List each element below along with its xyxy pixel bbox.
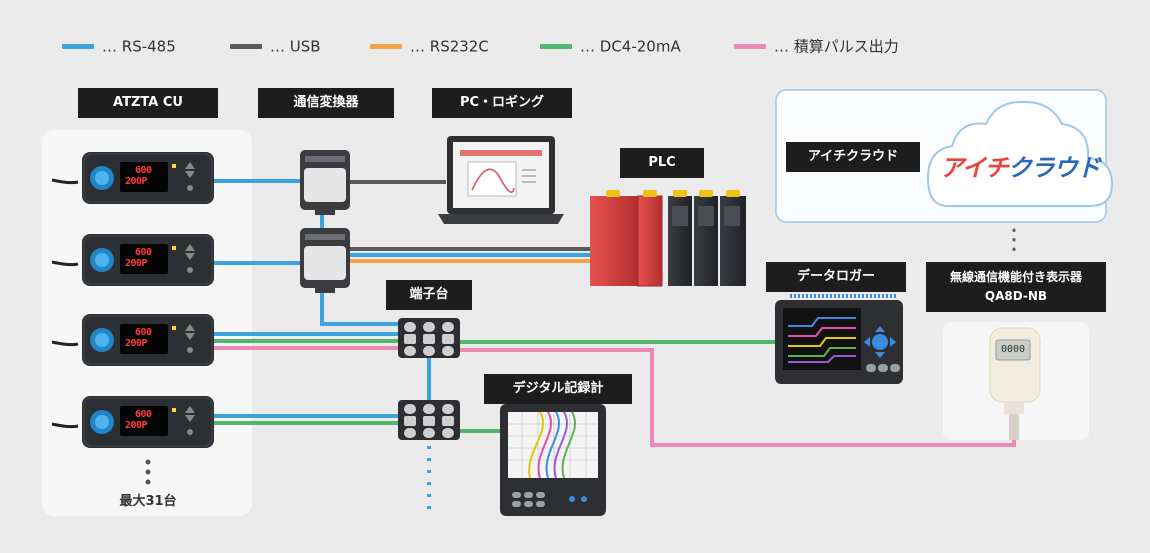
device-display-1-line1: 600 xyxy=(135,165,152,176)
device-display-2: 600 200P xyxy=(125,247,152,269)
legend-label-dc420: … DC4-20mA xyxy=(580,37,681,56)
legend-swatch-rs232c xyxy=(370,44,402,49)
label-wireless: 無線通信機能付き表示器 QA8D-NB xyxy=(926,262,1106,312)
label-pc: PC・ロギング xyxy=(432,88,572,118)
device-display-1-line2: 200P xyxy=(125,176,148,187)
label-logger: データロガー xyxy=(766,262,906,292)
legend-label-rs485: … RS-485 xyxy=(102,37,176,56)
atzta-device-3 xyxy=(51,314,214,366)
atzta-device-4 xyxy=(51,396,214,448)
label-wireless-line2: QA8D-NB xyxy=(984,289,1048,303)
data-logger xyxy=(775,294,903,384)
rs485-to-terminal xyxy=(320,286,400,326)
device-display-3-line2: 200P xyxy=(125,338,148,349)
legend-item-pulse: … 積算パルス出力 xyxy=(734,36,899,57)
device-display-4-line2: 200P xyxy=(125,420,148,431)
device-display-3: 600 200P xyxy=(125,327,152,349)
legend-swatch-dc420 xyxy=(540,44,572,49)
legend-item-dc420: … DC4-20mA xyxy=(540,36,681,57)
label-terminal: 端子台 xyxy=(386,280,472,310)
digital-recorder xyxy=(500,404,606,516)
more-devices-dots xyxy=(145,459,151,485)
legend-swatch-rs485 xyxy=(62,44,94,49)
wireless-display-panel xyxy=(943,322,1089,440)
legend-label-rs232c: … RS232C xyxy=(410,37,489,56)
legend-swatch-pulse xyxy=(734,44,766,49)
converter-2 xyxy=(300,228,350,293)
device-display-4: 600 200P xyxy=(125,409,152,431)
device-count-caption: 最大31台 xyxy=(119,494,177,509)
label-cloud: アイチクラウド xyxy=(786,142,920,172)
cloud-icon xyxy=(926,100,1114,207)
atzta-device-2 xyxy=(51,234,214,286)
legend-item-rs232c: … RS232C xyxy=(370,36,489,57)
label-recorder: デジタル記録計 xyxy=(484,374,632,404)
wireless-display-readout: 0000 xyxy=(1000,344,1026,355)
legend-item-usb: … USB xyxy=(230,36,321,57)
legend-swatch-usb xyxy=(230,44,262,49)
cloud-logo-part1: アイチ xyxy=(940,154,1009,182)
device-display-1: 600 200P xyxy=(125,165,152,187)
cloud-logo: アイチクラウド xyxy=(940,148,1101,183)
device-display-2-line1: 600 xyxy=(135,247,152,258)
terminal-block-2 xyxy=(398,400,460,440)
device-display-2-line2: 200P xyxy=(125,258,148,269)
terminal-block-1 xyxy=(398,318,460,358)
legend-item-rs485: … RS-485 xyxy=(62,36,176,57)
device-display-4-line1: 600 xyxy=(135,409,152,420)
device-display-3-line1: 600 xyxy=(135,327,152,338)
cloud-logo-part2: クラウド xyxy=(1007,154,1101,182)
legend-label-usb: … USB xyxy=(270,37,321,56)
legend-label-pulse: … 積算パルス出力 xyxy=(774,37,899,56)
label-converter: 通信変換器 xyxy=(258,88,394,118)
label-wireless-line1: 無線通信機能付き表示器 xyxy=(949,270,1082,284)
laptop-icon xyxy=(438,136,564,224)
label-plc: PLC xyxy=(620,148,704,178)
label-atzta: ATZTA CU xyxy=(78,88,218,118)
plc-unit xyxy=(590,190,746,287)
atzta-device-1 xyxy=(51,152,214,204)
converter-1 xyxy=(300,150,350,215)
